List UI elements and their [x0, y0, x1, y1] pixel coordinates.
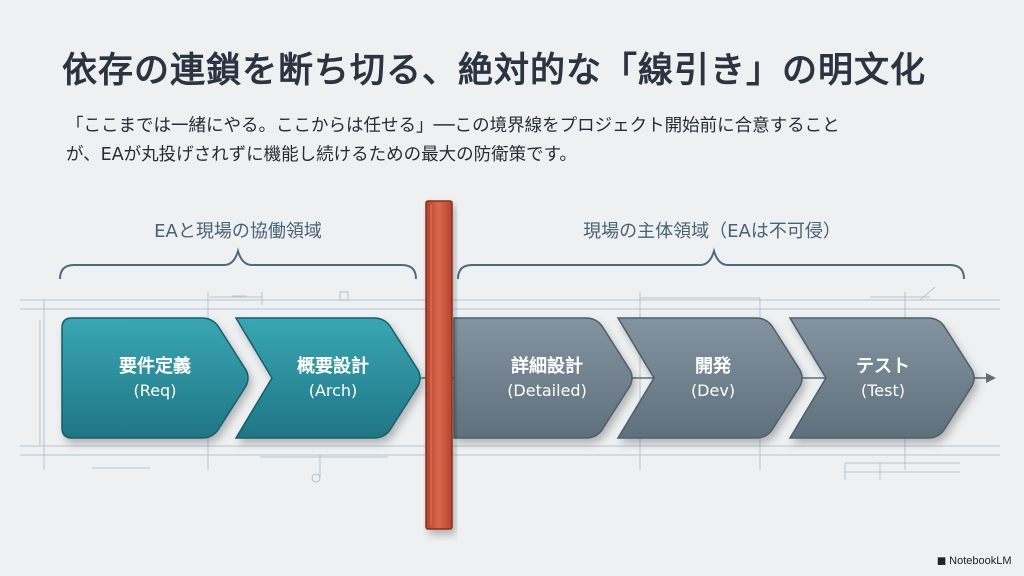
notebooklm-logo: ◼NotebookLM [937, 554, 1012, 567]
step-5-chevron [788, 317, 975, 439]
subtitle-line-2: が、EAが丸投げされずに機能し続けるための最大の防衛策です。 [66, 145, 577, 165]
step-abbrev: (Detailed) [507, 381, 587, 400]
boundary-bar [425, 200, 453, 530]
step-5-label: テスト (Test) [798, 355, 968, 403]
step-2-chevron [234, 317, 421, 439]
field-region-label: 現場の主体領域（EAは不可侵） [583, 221, 841, 242]
slide-title: 依存の連鎖を断ち切る、絶対的な「線引き」の明文化 [62, 51, 927, 91]
step-2-label: 概要設計 (Arch) [248, 355, 418, 403]
step-name: 概要設計 [297, 356, 369, 377]
step-4-label: 開発 (Dev) [628, 355, 798, 403]
left-region-brace [59, 247, 417, 280]
step-abbrev: (Arch) [308, 381, 358, 400]
step-name: 開発 [695, 356, 731, 377]
slide-subtitle: 「ここまでは一緒にやる。ここからは任せる」──この境界線をプロジェクト開始前に合… [66, 112, 966, 170]
step-abbrev: (Req) [133, 381, 177, 400]
step-3-label: 詳細設計 (Detailed) [462, 355, 632, 403]
step-4-chevron [616, 317, 803, 439]
step-3-chevron [453, 317, 633, 439]
step-name: テスト [856, 356, 910, 377]
step-name: 詳細設計 [511, 356, 583, 377]
collaborative-region-label: EAと現場の協働領域 [154, 221, 322, 242]
step-name: 要件定義 [119, 356, 191, 377]
flow-arrowhead-icon [986, 373, 996, 383]
notebooklm-logo-icon: ◼ [937, 555, 947, 567]
step-1-chevron [61, 317, 249, 439]
step-abbrev: (Test) [861, 381, 905, 400]
step-1-label: 要件定義 (Req) [70, 355, 240, 403]
subtitle-line-1: 「ここまでは一緒にやる。ここからは任せる」──この境界線をプロジェクト開始前に合… [66, 116, 840, 136]
step-abbrev: (Dev) [690, 381, 736, 400]
right-region-brace [457, 247, 965, 280]
notebooklm-logo-text: NotebookLM [949, 555, 1012, 567]
